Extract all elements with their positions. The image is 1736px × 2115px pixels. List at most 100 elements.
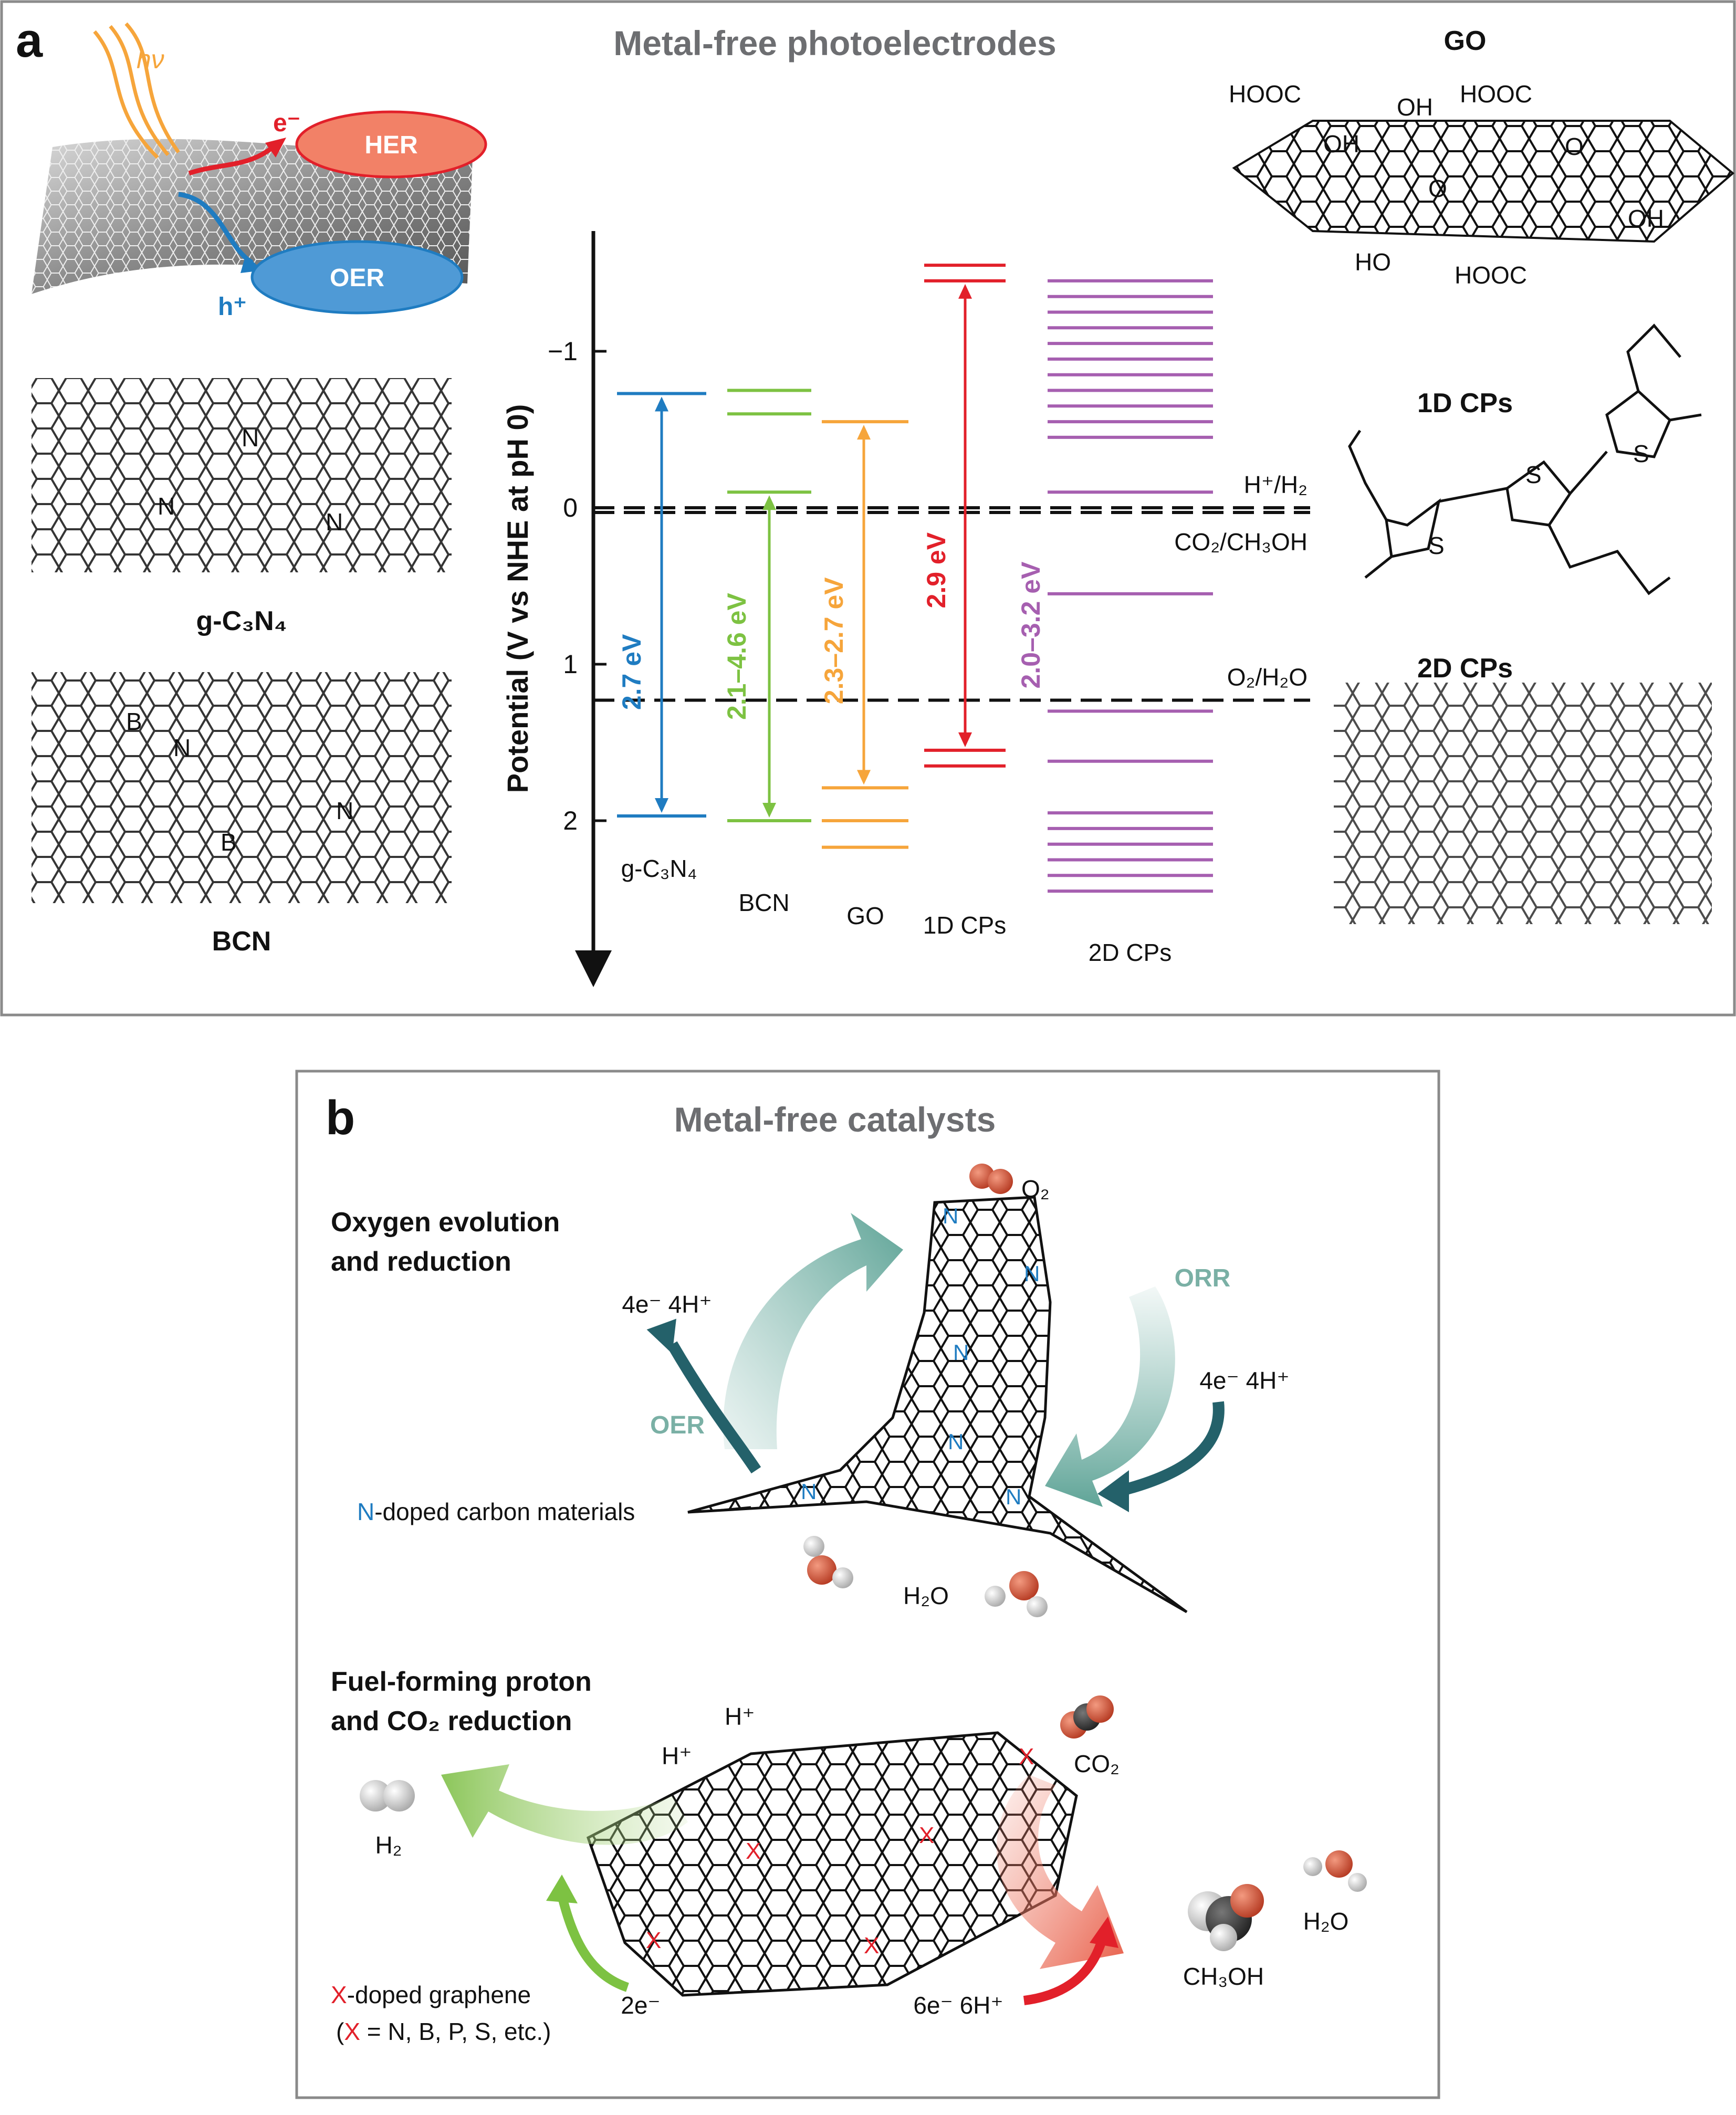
oer-label: OER: [650, 1411, 705, 1439]
graphene-dopant-2: X: [919, 1823, 934, 1848]
reference-label-2: O₂/H₂O: [1227, 664, 1308, 691]
gap-arrowhead-bottom-3: [958, 732, 972, 747]
gcn-atom-n1: N: [242, 424, 259, 452]
gcn-structure: N N N g-C₃N₄: [32, 378, 452, 636]
hole-path: [178, 192, 254, 265]
orr-label: ORR: [1175, 1264, 1231, 1292]
n-doped-label-rest: -doped carbon materials: [374, 1498, 635, 1525]
methanol-molecule: [1188, 1884, 1264, 1951]
material-label-4: 2D CPs: [1089, 939, 1172, 966]
go-group-9: HOOC: [1455, 261, 1527, 289]
x-list-rest: = N, B, P, S, etc.): [360, 2018, 551, 2045]
six-electron-label: 6e⁻ 6H⁺: [913, 1992, 1003, 2019]
reference-label-1: CO₂/CH₃OH: [1174, 528, 1308, 556]
bcn-label: BCN: [212, 926, 271, 957]
reference-potentials: H⁺/H₂ CO₂/CH₃OH O₂/H₂O: [593, 471, 1310, 702]
oer-broad-arrow: [723, 1213, 903, 1449]
water-molecule-2: [985, 1571, 1048, 1617]
panel-a-frame: [0, 0, 1736, 1017]
cp1d-label: 1D CPs: [1417, 388, 1513, 418]
bcn-atom-n2: N: [336, 797, 353, 824]
x-doped-label: X-doped graphene: [331, 1981, 531, 2008]
orr-reactants-label: 4e⁻ 4H⁺: [1199, 1367, 1289, 1394]
oxygen-section-line2: and reduction: [331, 1247, 511, 1277]
h2-broad-arrow: [441, 1764, 688, 1845]
bcn-atom-b2: B: [221, 829, 237, 856]
go-group-2: OH: [1397, 93, 1433, 121]
gap-arrowhead-top-3: [958, 284, 972, 299]
x-list-label: (X = N, B, P, S, etc.): [336, 2018, 551, 2045]
cp1d-structure: 1D CPs S S S: [1348, 323, 1702, 595]
reference-label-0: H⁺/H₂: [1244, 471, 1308, 498]
x-list-x: X: [344, 2018, 360, 2045]
nanotube-dopant-5: N: [801, 1479, 817, 1504]
panel-b-frame: [295, 1070, 1440, 2099]
methanol-broad-arrow: [996, 1775, 1124, 1969]
gap-arrowhead-top-1: [762, 495, 776, 510]
methanol-reactant-arrowhead: [1090, 1917, 1118, 1948]
n-doped-label-prefix: N: [357, 1498, 374, 1525]
bcn-atom-b1: B: [126, 708, 142, 735]
oer-ellipse: [250, 240, 464, 315]
n-doped-nanotube: N N N N N N: [687, 1196, 1188, 1614]
go-label: GO: [1444, 26, 1487, 56]
gap-arrowhead-bottom-1: [762, 803, 776, 818]
orr-reactant-arrow: [1117, 1401, 1225, 1497]
tick-label-2: 1: [563, 650, 578, 679]
photoelectrode-schematic: hν e⁻ HER h⁺ OER: [32, 22, 487, 321]
water-label-2: H₂O: [1303, 1908, 1349, 1935]
go-group-6: O: [1565, 133, 1584, 160]
panel-b-title: Metal-free catalysts: [674, 1100, 996, 1139]
gap-label-2: 2.3–2.7 eV: [819, 577, 849, 705]
electron-arrowhead: [265, 138, 286, 158]
material-label-0: g-C₃N₄: [621, 855, 697, 882]
n-doped-label: N-doped carbon materials: [357, 1498, 635, 1525]
nanotube-lattice: [687, 1196, 1188, 1614]
h2-proton-arrowhead: [546, 1875, 578, 1903]
gap-arrowhead-bottom-2: [857, 770, 871, 785]
hole-label: h⁺: [218, 293, 247, 321]
gap-label-0: 2.7 eV: [617, 634, 646, 710]
fuel-section-line1: Fuel-forming proton: [331, 1667, 592, 1697]
gcn-atom-n2: N: [158, 493, 175, 520]
gcn-label: g-C₃N₄: [196, 606, 287, 636]
graphene-dopant-4: X: [646, 1928, 661, 1953]
cp1d-s3: S: [1633, 440, 1649, 467]
water-molecule-1: [803, 1536, 853, 1588]
graphene-dopant-1: X: [746, 1838, 761, 1864]
gap-arrowhead-top-2: [857, 425, 871, 440]
fuel-section-line2: and CO₂ reduction: [331, 1706, 572, 1736]
cp1d-s2: S: [1525, 461, 1542, 488]
go-group-7: OH: [1628, 205, 1664, 232]
gcn-network: [32, 378, 452, 572]
tick-label-1: 0: [563, 493, 578, 522]
bcn-atom-n1: N: [173, 734, 191, 761]
nanotube-dopant-3: N: [953, 1340, 969, 1365]
nanotube-dopant-6: N: [1006, 1484, 1021, 1509]
material-label-2: GO: [846, 902, 884, 929]
oer-product-arrowhead: [646, 1318, 676, 1354]
water-label: H₂O: [903, 1582, 949, 1609]
o2-molecule: [969, 1164, 1013, 1194]
nanotube-dopant-4: N: [948, 1429, 964, 1454]
her-label: HER: [364, 131, 417, 159]
bcn-network: [32, 672, 452, 903]
cp1d-s1: S: [1428, 532, 1445, 559]
gap-label-3: 2.9 eV: [922, 532, 951, 608]
go-group-3: HOOC: [1460, 80, 1532, 108]
n-doped-leader: [695, 1506, 751, 1513]
orr-reactant-arrowhead: [1097, 1470, 1129, 1512]
h2-molecule: [360, 1780, 415, 1812]
panel-b-letter: b: [326, 1091, 355, 1145]
go-group-1: HOOC: [1229, 80, 1301, 108]
material-label-1: BCN: [738, 889, 789, 916]
go-structure: GO HOOC OH HOOC OH O O OH HO HOOC: [1229, 26, 1735, 289]
gap-arrowhead-top-0: [655, 396, 668, 412]
oer-product-arrow: [667, 1341, 761, 1474]
